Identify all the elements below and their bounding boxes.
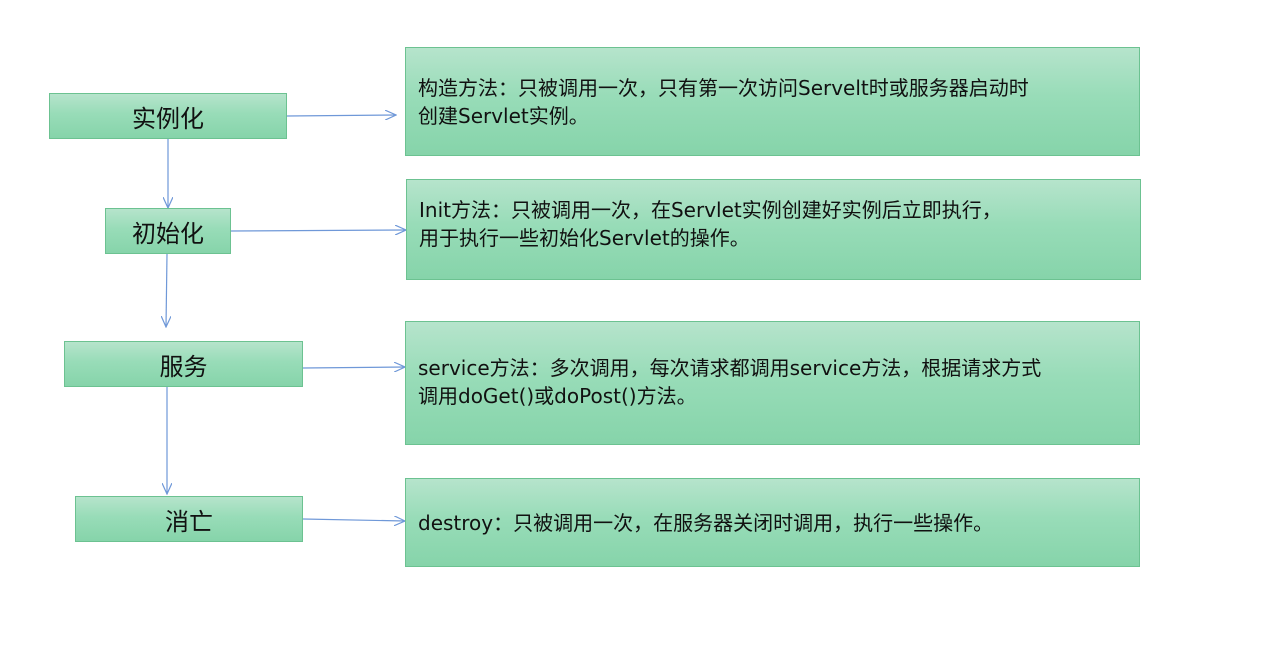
desc-init: Init方法：只被调用一次，在Servlet实例创建好实例后立即执行， 用于执行… bbox=[406, 179, 1141, 280]
stage-label: 服务 bbox=[159, 352, 208, 381]
desc-instantiate: 构造方法：只被调用一次，只有第一次访问Servelt时或服务器启动时 创建Ser… bbox=[405, 47, 1140, 156]
arrow-destroy-to-desc bbox=[302, 519, 405, 521]
desc-line: 调用doGet()或doPost()方法。 bbox=[418, 384, 697, 408]
arrow-init-to-service bbox=[166, 253, 167, 327]
arrow-instantiate-to-desc bbox=[286, 115, 396, 116]
stage-label: 消亡 bbox=[165, 507, 213, 536]
stage-instantiate: 实例化 bbox=[49, 93, 287, 139]
stage-label: 初始化 bbox=[132, 219, 204, 248]
desc-line: 创建Servlet实例。 bbox=[418, 103, 589, 128]
desc-line: service方法：多次调用，每次请求都调用service方法，根据请求方式 bbox=[418, 356, 1042, 380]
stage-label: 实例化 bbox=[132, 104, 204, 133]
stage-service: 服务 bbox=[64, 341, 303, 387]
desc-line: Init方法：只被调用一次，在Servlet实例创建好实例后立即执行， bbox=[419, 198, 1002, 222]
stage-destroy: 消亡 bbox=[75, 496, 303, 542]
arrow-service-to-desc bbox=[302, 367, 405, 368]
desc-line: destroy：只被调用一次，在服务器关闭时调用，执行一些操作。 bbox=[418, 510, 994, 535]
desc-line: 构造方法：只被调用一次，只有第一次访问Servelt时或服务器启动时 bbox=[418, 75, 1029, 100]
desc-service: service方法：多次调用，每次请求都调用service方法，根据请求方式 调… bbox=[405, 321, 1140, 445]
stage-init: 初始化 bbox=[105, 208, 231, 254]
desc-line: 用于执行一些初始化Servlet的操作。 bbox=[419, 226, 750, 250]
desc-destroy: destroy：只被调用一次，在服务器关闭时调用，执行一些操作。 bbox=[405, 478, 1140, 567]
arrow-init-to-desc bbox=[230, 230, 406, 231]
